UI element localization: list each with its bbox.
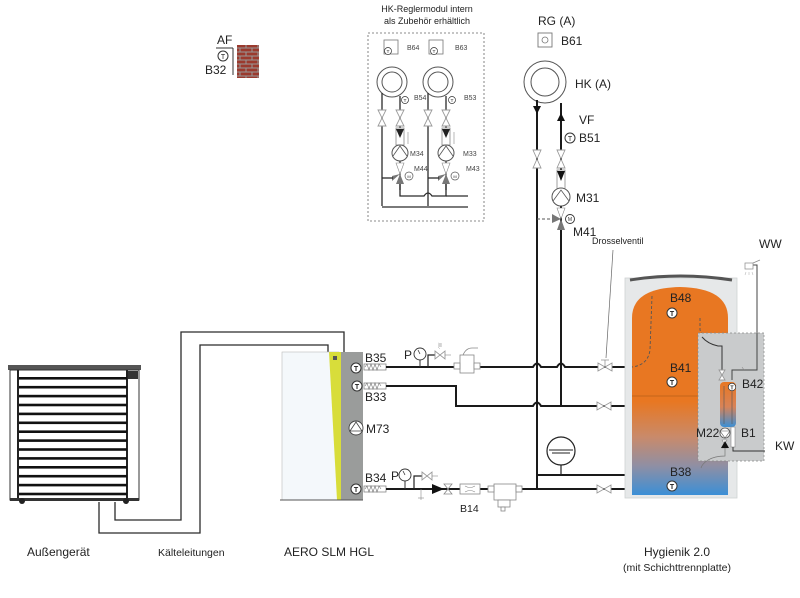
refrigerant-lines	[98, 331, 345, 534]
expansion-vessel	[546, 436, 576, 475]
dirt-separator-icon	[493, 483, 517, 501]
temperature-sensor-icon	[384, 47, 392, 56]
main-pipes	[386, 362, 625, 490]
wall-brick-icon	[237, 45, 259, 78]
circulation-pump-id: M22	[696, 426, 720, 440]
temperature-sensor-icon	[350, 362, 362, 374]
outdoor-sensor-label: AF	[217, 33, 232, 47]
sensor-b35-id: B35	[365, 351, 387, 365]
pressure-label: P	[404, 348, 412, 362]
fresh-water-sensor-id: B42	[742, 377, 764, 391]
louver-slat	[19, 412, 127, 416]
temperature-sensor-icon	[217, 50, 229, 62]
hk-circuit-1: B54 M34 M44 M	[376, 66, 428, 206]
check-valve-icon	[432, 484, 444, 494]
outdoor-sensor: AF B32	[205, 33, 259, 78]
room-sensor-2-id: B63	[455, 45, 468, 52]
pump-1-id: M34	[410, 151, 424, 158]
room-unit-id: B61	[561, 34, 583, 48]
louver-slat	[19, 492, 127, 496]
tap-icon	[744, 262, 754, 270]
hk-circuit-2: B53 M33 M43 M	[422, 66, 480, 206]
mixer-2-id: M43	[466, 166, 480, 173]
louver-slat	[19, 394, 127, 398]
temperature-sensor-icon	[564, 132, 576, 144]
flow-sensor-2-id: B53	[464, 95, 477, 102]
svg-text:M: M	[407, 174, 410, 179]
temperature-sensor-icon	[727, 382, 737, 392]
outdoor-unit-caption: Außengerät	[27, 545, 90, 559]
indoor-unit-caption: AERO SLM HGL	[284, 545, 374, 559]
pump-icon	[551, 187, 571, 207]
motor-icon	[565, 214, 575, 224]
louver-slat	[19, 448, 127, 451]
pump-icon	[348, 420, 364, 436]
flow-meter-icon	[459, 483, 481, 495]
storage-caption: Hygienik 2.0	[644, 545, 710, 559]
heating-circuit-label: HK (A)	[575, 77, 611, 91]
safety-valve-icon	[434, 350, 446, 360]
outdoor-sensor-id: B32	[205, 63, 227, 77]
room-unit-label: RG (A)	[538, 14, 575, 28]
supply-fittings: P	[404, 342, 481, 374]
safety-valve-icon	[421, 471, 433, 481]
svg-text:M: M	[453, 174, 456, 179]
temperature-sensor-icon	[666, 307, 678, 319]
indoor-pump-id: M73	[366, 422, 390, 436]
captions: Außengerät Kälteleitungen AERO SLM HGL H…	[27, 545, 731, 574]
indoor-unit: M73 B35 B33 B34	[280, 351, 390, 501]
temperature-sensor-icon	[430, 47, 438, 56]
temperature-sensor-icon	[666, 480, 678, 492]
refrigerant-lines-caption: Kälteleitungen	[158, 547, 225, 559]
flow-switch-icon	[730, 426, 736, 448]
tank-sensor-b41-id: B41	[670, 361, 692, 375]
flow-sensor-id: B51	[579, 131, 601, 145]
svg-text:M: M	[568, 217, 572, 223]
tank-sensor-b48-id: B48	[670, 291, 692, 305]
louver-slat	[19, 466, 127, 469]
louver-slat	[19, 377, 127, 380]
sensor-b34-id: B34	[365, 471, 387, 485]
air-separator-icon	[459, 354, 475, 374]
outdoor-unit	[8, 365, 141, 504]
pump-2-id: M33	[463, 151, 477, 158]
hk-module-caption-1: HK-Reglermodul intern	[381, 4, 473, 14]
hk-controller-module: HK-Reglermodul intern als Zubehör erhält…	[367, 4, 485, 222]
cold-water-label: KW	[775, 439, 795, 453]
heating-pump-id: M31	[576, 191, 600, 205]
louver-slat	[19, 403, 127, 407]
louver-slat	[19, 457, 127, 460]
tank-valves: Drosselventil	[592, 236, 644, 494]
mixer-1-id: M44	[414, 166, 428, 173]
louver-slat	[19, 483, 127, 487]
louver-slat	[19, 385, 127, 389]
temperature-sensor-icon	[351, 380, 363, 392]
louver-slat	[19, 421, 127, 425]
throttle-valve-label: Drosselventil	[592, 236, 644, 246]
flow-label: VF	[579, 113, 594, 127]
heating-circuit-a: RG (A) B61 HK (A) VF B51 M31 M M41	[523, 14, 611, 490]
pressure-label-2: P	[391, 469, 399, 483]
sensor-b33-id: B33	[365, 390, 387, 404]
louver-slat	[19, 474, 127, 478]
louver-slat	[19, 439, 127, 442]
flow-sensor-1-id: B54	[414, 95, 427, 102]
mixer-id: M41	[573, 225, 597, 239]
louver-slat	[19, 430, 127, 433]
temperature-sensor-icon	[350, 483, 362, 495]
tank-sensor-b38-id: B38	[670, 465, 692, 479]
flow-switch-id: B1	[741, 426, 756, 440]
temperature-sensor-icon	[666, 376, 678, 388]
flow-meter-id: B14	[460, 503, 479, 515]
return-fittings: P B14	[391, 468, 523, 515]
room-sensor-1-id: B64	[407, 45, 420, 52]
hk-module-caption-2: als Zubehör erhältlich	[384, 16, 470, 26]
hot-water-label: WW	[759, 237, 782, 251]
hk-module-frame	[367, 32, 485, 222]
fresh-water-module: B42 M22 B1 WW KW	[696, 237, 795, 469]
storage-subcaption: (mit Schichttrennplatte)	[623, 562, 731, 574]
